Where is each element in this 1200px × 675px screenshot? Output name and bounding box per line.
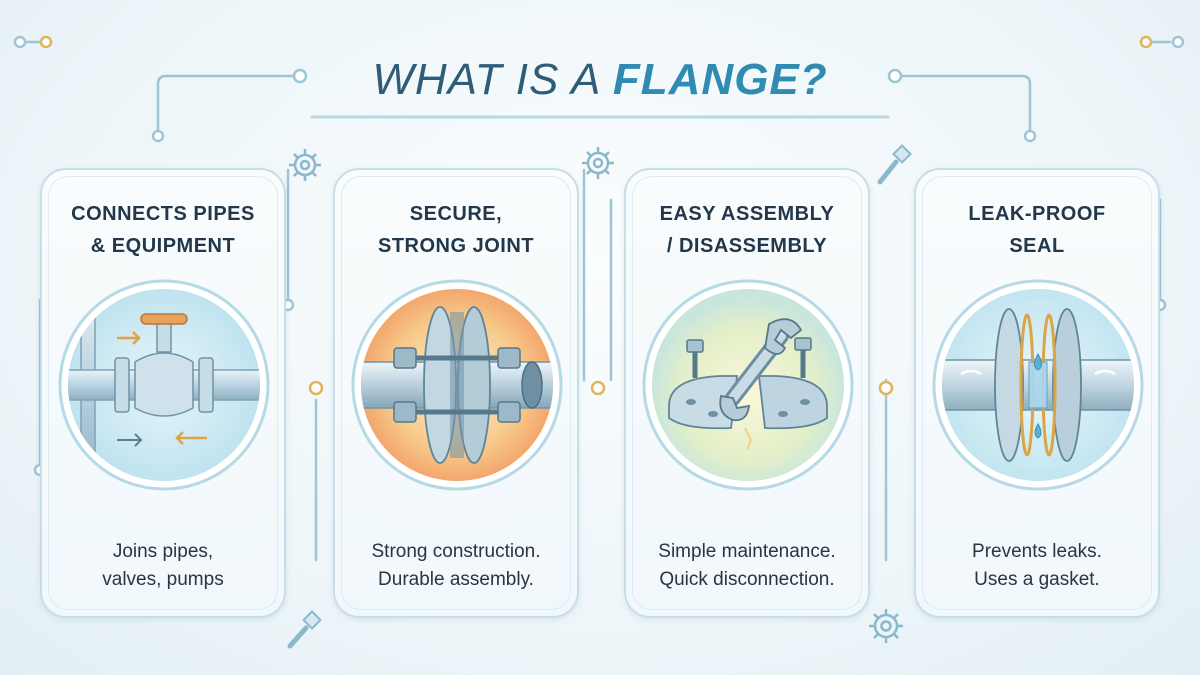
page-title: WHAT IS A FLANGE? (300, 52, 900, 108)
gear-icon (869, 609, 903, 643)
card-desc-line: Uses a gasket. (974, 569, 1100, 590)
title-connector-right (898, 74, 1032, 138)
accent-dot (308, 380, 324, 396)
card-desc-line: Prevents leaks. (972, 541, 1102, 562)
node-dot (887, 68, 903, 84)
accent-dot (1139, 35, 1153, 49)
card-title-line: / DISASSEMBLY (666, 235, 828, 257)
card-title-line: EASY ASSEMBLY (659, 203, 835, 225)
card-desc-line: valves, pumps (102, 569, 224, 590)
title-connector-left (156, 74, 302, 138)
bolted-flange-joint-icon (351, 279, 563, 491)
card-description: Strong construction. Durable assembly. (335, 538, 577, 594)
card-title-line: & EQUIPMENT (90, 235, 236, 257)
card-desc-line: Simple maintenance. (658, 541, 836, 562)
card-title-line: SEAL (1009, 235, 1065, 257)
card-connects-pipes: CONNECTS PIPES & EQUIPMENT (40, 168, 286, 618)
accent-dot (590, 380, 606, 396)
card-title-line: SECURE, (409, 203, 503, 225)
node-dot (1171, 35, 1185, 49)
card-description: Joins pipes, valves, pumps (42, 538, 284, 594)
gear-icon (582, 147, 614, 179)
node-dot (151, 129, 165, 143)
bolt-icon (287, 610, 322, 649)
card-desc-line: Strong construction. (371, 541, 541, 562)
title-highlight: FLANGE? (612, 55, 828, 104)
card-desc-line: Joins pipes, (112, 541, 214, 562)
card-easy-assembly: EASY ASSEMBLY / DISASSEMBLY (624, 168, 870, 618)
card-title-line: CONNECTS PIPES (71, 203, 255, 225)
card-title-line: LEAK-PROOF (968, 203, 1106, 225)
card-leak-proof: LEAK-PROOF SEAL Prevents le (914, 168, 1160, 618)
node-dot (13, 35, 27, 49)
bolt-icon (877, 144, 912, 185)
pipe-valve-connection-icon (58, 279, 270, 491)
card-title: CONNECTS PIPES & EQUIPMENT (42, 198, 284, 262)
accent-dot (878, 380, 894, 396)
card-title: LEAK-PROOF SEAL (916, 198, 1158, 262)
card-description: Prevents leaks. Uses a gasket. (916, 538, 1158, 594)
card-desc-line: Quick disconnection. (659, 569, 835, 590)
node-dot (1023, 129, 1037, 143)
card-title: SECURE, STRONG JOINT (335, 198, 577, 262)
card-secure-joint: SECURE, STRONG JOINT (333, 168, 579, 618)
accent-dot (39, 35, 53, 49)
card-desc-line: Durable assembly. (378, 569, 534, 590)
gasket-seal-icon (932, 279, 1144, 491)
card-description: Simple maintenance. Quick disconnection. (626, 538, 868, 594)
gear-icon (289, 149, 321, 181)
card-title-line: STRONG JOINT (377, 235, 534, 257)
wrench-flange-icon (642, 279, 854, 491)
title-prefix: WHAT IS A (372, 55, 613, 104)
card-title: EASY ASSEMBLY / DISASSEMBLY (626, 198, 868, 262)
node-dot (292, 68, 308, 84)
